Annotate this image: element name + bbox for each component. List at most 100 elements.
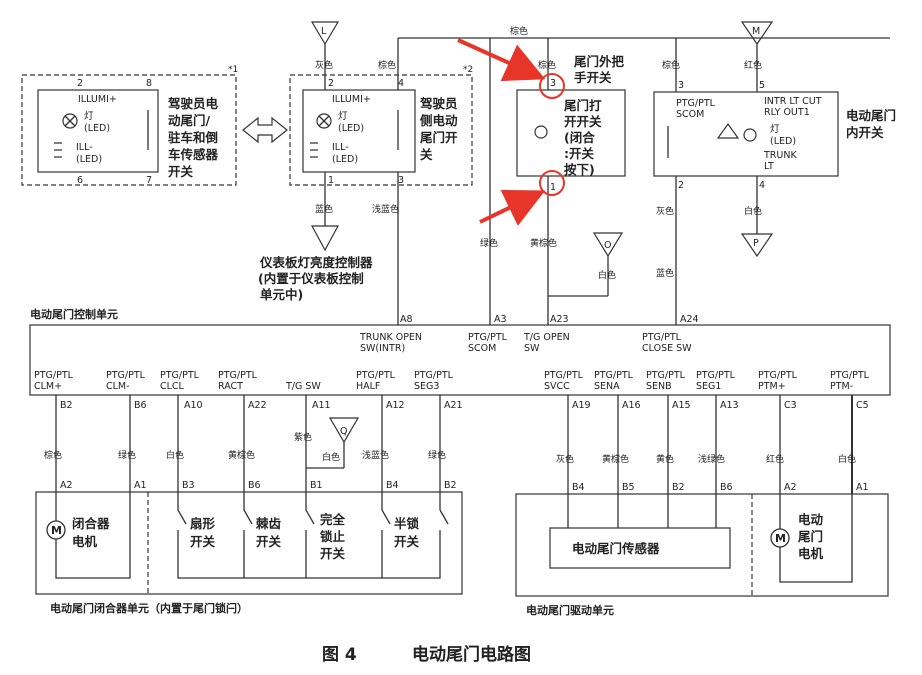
ptm-minus-l1: PTG/PTL bbox=[830, 370, 870, 381]
wire-color: 棕色 bbox=[44, 449, 62, 461]
senb-l1: PTG/PTL bbox=[646, 370, 686, 381]
open-sw-l2: 开开关 bbox=[564, 114, 602, 129]
pin-label: 5 bbox=[759, 80, 765, 91]
dash-ctrl-l1: 仪表板灯亮度控制器 bbox=[259, 255, 373, 270]
wire-color: 紫色 bbox=[294, 431, 312, 443]
ratchet-sw-l1: 棘齿 bbox=[256, 516, 282, 531]
motor-m: M bbox=[775, 532, 786, 545]
highlight-circle bbox=[539, 170, 565, 196]
dash-ctrl-l3: 单元中) bbox=[260, 287, 303, 302]
trunk-lt-l1: TRUNK bbox=[763, 150, 797, 161]
closer-unit-title: 电动尾门闭合器单元（内置于尾门锁闩） bbox=[50, 601, 248, 615]
ground-P-icon bbox=[740, 233, 774, 258]
wire-color: 浅蓝色 bbox=[372, 203, 399, 215]
ground-L-icon bbox=[310, 21, 340, 46]
wire-color: 灰色 bbox=[556, 453, 574, 465]
pin-label: B6 bbox=[720, 482, 733, 493]
closer-motor-l2: 电机 bbox=[72, 534, 98, 549]
fan-sw-l2: 开关 bbox=[190, 534, 216, 549]
switch1-label-l5: 开关 bbox=[168, 164, 194, 179]
pin-label: 3 bbox=[678, 80, 684, 91]
tg-open-l2: SW bbox=[524, 343, 540, 354]
pin-label: A2 bbox=[784, 482, 797, 493]
motor-l2: 尾门 bbox=[798, 529, 823, 544]
pin-label: A22 bbox=[248, 400, 267, 411]
wire-color: 棕色 bbox=[378, 59, 396, 71]
close-sw-l2: CLOSE SW bbox=[642, 343, 692, 354]
wire-color: 黄色 bbox=[656, 453, 674, 465]
pin-label: 4 bbox=[759, 180, 765, 191]
clm-plus-l1: PTG/PTL bbox=[34, 370, 74, 381]
wire-color: 红色 bbox=[744, 59, 762, 71]
intr-l1: INTR LT CUT bbox=[764, 96, 822, 107]
ill-label: ILL- bbox=[76, 142, 93, 153]
switch2-label-l2: 侧电动 bbox=[420, 113, 458, 128]
wire-color: 黄棕色 bbox=[602, 453, 629, 465]
driver-side-tailgate-switch: *2 2 4 1 3 ILLUMI+ 灯 (LED) ILL- (LED) 驾驶… bbox=[289, 65, 473, 186]
wire-color: 蓝色 bbox=[315, 203, 333, 215]
pin-label: 4 bbox=[398, 78, 404, 89]
ptm-plus-l2: PTM+ bbox=[758, 381, 786, 392]
ptm-plus-l1: PTG/PTL bbox=[758, 370, 798, 381]
ptg-scom-l2: SCOM bbox=[676, 109, 704, 120]
lamp-icon bbox=[316, 113, 332, 129]
callout-arrow bbox=[457, 38, 546, 82]
pin-label: A8 bbox=[400, 314, 413, 325]
closer-motor-l1: 闭合器 bbox=[72, 516, 110, 531]
ratchet-sw-l2: 开关 bbox=[256, 534, 282, 549]
switch1-label-l4: 车传感器 bbox=[168, 147, 219, 162]
ground-O-label: O bbox=[604, 240, 611, 251]
wire-color: 浅绿色 bbox=[698, 453, 725, 465]
motor-icon bbox=[770, 528, 790, 548]
callout-arrow bbox=[479, 189, 546, 226]
switch2-label-l3: 尾门开 bbox=[420, 130, 458, 145]
pin-label: 6 bbox=[77, 175, 83, 186]
illumi-label: ILLUMI+ bbox=[332, 94, 371, 105]
wire-color: 浅蓝色 bbox=[362, 449, 389, 461]
clcl-l2: CLCL bbox=[160, 381, 185, 392]
open-sw-l4: :开关 bbox=[564, 146, 594, 161]
pin-label: A12 bbox=[386, 400, 405, 411]
senb-l2: SENB bbox=[646, 381, 672, 392]
inner-switch-box bbox=[653, 91, 839, 177]
wire-color: 白色 bbox=[744, 205, 762, 217]
wire-color: 棕色 bbox=[510, 25, 528, 37]
motor-m: M bbox=[51, 524, 62, 537]
pin-label: B4 bbox=[572, 482, 585, 493]
highlight-circle bbox=[539, 73, 565, 99]
illumi-label: ILLUMI+ bbox=[78, 94, 117, 105]
half-lock-l1: 半锁 bbox=[394, 516, 420, 531]
open-sw-l1: 尾门打 bbox=[564, 98, 602, 113]
wire-color: 绿色 bbox=[480, 237, 498, 249]
fan-sw-l1: 扇形 bbox=[190, 516, 216, 531]
full-lock-l1: 完全 bbox=[320, 512, 346, 527]
switch2-label-l1: 驾驶员 bbox=[420, 96, 458, 111]
outer-handle-l2: 手开关 bbox=[574, 70, 612, 85]
sensor-box bbox=[549, 527, 731, 569]
pin-label: A11 bbox=[312, 400, 331, 411]
arrow-down-icon bbox=[310, 225, 340, 252]
pin-label: A24 bbox=[680, 314, 699, 325]
note-2: *2 bbox=[463, 65, 473, 75]
pin-label: 8 bbox=[146, 78, 152, 89]
pin-label: B5 bbox=[622, 482, 635, 493]
pin-label: C5 bbox=[856, 400, 869, 411]
inner-sw-l1: 电动尾门 bbox=[846, 108, 896, 123]
clm-minus-l1: PTG/PTL bbox=[106, 370, 146, 381]
pin-label: A13 bbox=[720, 400, 739, 411]
dash-ctrl-l2: (内置于仪表板控制 bbox=[258, 271, 364, 286]
sena-l1: PTG/PTL bbox=[594, 370, 634, 381]
motor-l3: 电机 bbox=[798, 546, 824, 561]
pin-label: A3 bbox=[494, 314, 507, 325]
closer-unit-box bbox=[35, 491, 463, 595]
double-arrow-icon bbox=[242, 116, 288, 144]
wire-color: 绿色 bbox=[118, 449, 136, 461]
pin-label: A19 bbox=[572, 400, 591, 411]
clm-minus-l2: CLM- bbox=[106, 381, 130, 392]
sena-l2: SENA bbox=[594, 381, 620, 392]
pin-label: A16 bbox=[622, 400, 641, 411]
ground-Q-label: Q bbox=[340, 426, 347, 437]
diode-icon bbox=[716, 122, 740, 139]
lamp-label: 灯 bbox=[770, 124, 780, 135]
led-icon bbox=[310, 142, 318, 158]
